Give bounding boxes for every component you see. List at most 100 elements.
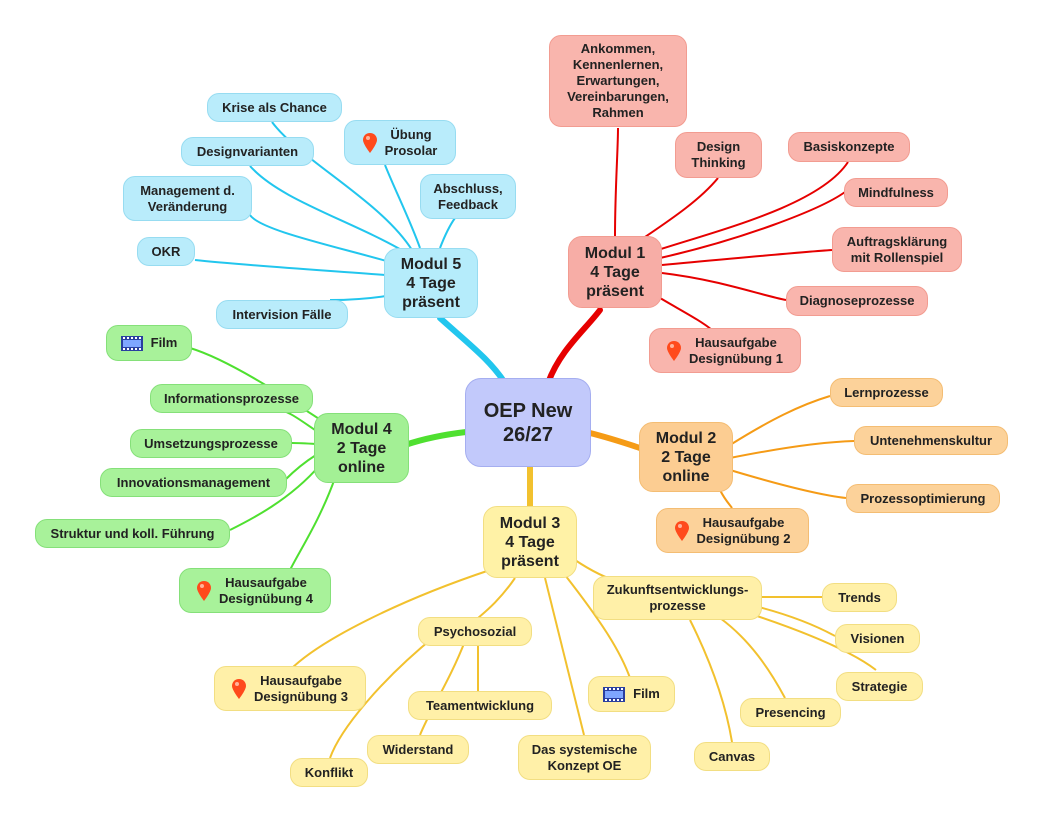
m2-kultur-label: Untenehmenskultur — [869, 432, 993, 448]
map-pin-icon — [667, 340, 682, 361]
link-m5-management — [249, 214, 391, 263]
link-m2-kultur — [729, 440, 855, 459]
m1-ankommen[interactable]: Ankommen, Kennenlernen, Erwartungen, Ver… — [549, 35, 687, 127]
modul-4-node[interactable]: Modul 4 2 Tage online — [314, 413, 409, 483]
m3-strategie-label: Strategie — [851, 678, 908, 694]
m3-canvas[interactable]: Canvas — [694, 742, 770, 771]
branch-m4 — [402, 429, 469, 448]
link-m2-prozess — [729, 469, 847, 499]
m3-psychosozial[interactable]: Psychosozial — [418, 617, 532, 646]
m3-hausaufgabe-line1: Hausaufgabe — [260, 672, 342, 688]
m3-systemisch-line1: Das systemische — [531, 741, 638, 757]
m3-konflikt[interactable]: Konflikt — [290, 758, 368, 787]
m5-management[interactable]: Management d. Veränderung — [123, 176, 252, 221]
m3-canvas-label: Canvas — [708, 748, 756, 764]
modul-2-node[interactable]: Modul 2 2 Tage online — [639, 422, 733, 492]
modul-3-node[interactable]: Modul 3 4 Tage präsent — [483, 506, 577, 578]
link-m5-okr — [194, 259, 387, 276]
m1-basiskonzepte[interactable]: Basiskonzepte — [788, 132, 910, 162]
m5-krise[interactable]: Krise als Chance — [207, 93, 342, 122]
link-m4-hausaufgabe — [289, 477, 336, 571]
m1-auftrag-line2: mit Rollenspiel — [850, 249, 944, 265]
m1-ankommen-line3: Erwartungen, — [576, 73, 660, 88]
link-zukunft-canvas — [689, 619, 733, 743]
m2-hausaufgabe[interactable]: Hausaufgabe Designübung 2 — [656, 508, 809, 553]
m4-innovationsmanagement[interactable]: Innovationsmanagement — [100, 468, 287, 497]
modul-5-mode: präsent — [402, 293, 460, 311]
link-m3-hausaufgabe — [289, 569, 491, 671]
m2-lernprozesse[interactable]: Lernprozesse — [830, 378, 943, 407]
m4-informationsprozesse[interactable]: Informationsprozesse — [150, 384, 313, 413]
m3-systemisches-konzept[interactable]: Das systemische Konzept OE — [518, 735, 651, 780]
m5-abschluss[interactable]: Abschluss, Feedback — [420, 174, 516, 219]
modul-2-title: Modul 2 — [655, 429, 717, 447]
link-m5-uebung — [384, 164, 421, 249]
m4-hausaufgabe[interactable]: Hausaufgabe Designübung 4 — [179, 568, 331, 613]
root-node[interactable]: OEP New 26/27 — [465, 378, 591, 467]
m3-trends[interactable]: Trends — [822, 583, 897, 612]
m1-hausaufgabe[interactable]: Hausaufgabe Designübung 1 — [649, 328, 801, 373]
m5-okr[interactable]: OKR — [137, 237, 195, 266]
m3-zukunftsentwicklung[interactable]: Zukunftsentwicklungs- prozesse — [593, 576, 762, 620]
m5-intervision-label: Intervision Fälle — [232, 306, 332, 322]
map-pin-icon — [232, 678, 247, 699]
m1-basiskonzepte-label: Basiskonzepte — [803, 139, 895, 154]
m5-uebung[interactable]: Übung Prosolar — [344, 120, 456, 165]
m3-visionen[interactable]: Visionen — [835, 624, 920, 653]
m1-auftragsklaerung[interactable]: Auftragsklärung mit Rollenspiel — [832, 227, 962, 272]
m1-ankommen-line2: Kennenlernen, — [572, 57, 664, 72]
link-zukunft-strategie — [744, 611, 877, 671]
m1-mindfulness[interactable]: Mindfulness — [844, 178, 948, 207]
m2-prozessoptimierung[interactable]: Prozessoptimierung — [846, 484, 1000, 513]
map-pin-icon — [674, 520, 689, 541]
m5-management-line1: Management d. — [140, 182, 235, 198]
link-m2-lern — [729, 395, 831, 446]
modul-5-node[interactable]: Modul 5 4 Tage präsent — [384, 248, 478, 318]
link-m5-abschluss — [439, 217, 456, 249]
link-m1-basis — [657, 161, 849, 251]
m3-presencing[interactable]: Presencing — [740, 698, 841, 727]
m1-ankommen-line4: Vereinbarungen, — [567, 89, 669, 104]
link-psycho-konflikt — [329, 631, 441, 759]
m3-widerstand[interactable]: Widerstand — [367, 735, 469, 764]
link-m2-hausaufgabe — [719, 489, 733, 509]
m4-struktur[interactable]: Struktur und koll. Führung — [35, 519, 230, 548]
m4-hausaufgabe-line2: Designübung 4 — [219, 590, 313, 606]
m3-strategie[interactable]: Strategie — [836, 672, 923, 701]
film-strip-icon — [603, 686, 626, 702]
m4-film[interactable]: Film — [106, 325, 192, 361]
m1-hausaufgabe-line1: Hausaufgabe — [695, 334, 777, 350]
m1-diagnoseprozesse[interactable]: Diagnoseprozesse — [786, 286, 928, 316]
m3-film-label: Film — [633, 686, 660, 701]
modul-1-title: Modul 1 — [584, 244, 646, 262]
link-m5-krise — [271, 121, 413, 251]
link-m3-systemisch — [544, 577, 585, 736]
m4-innovation-label: Innovationsmanagement — [116, 474, 271, 490]
modul-4-days: 2 Tage — [336, 439, 387, 457]
m5-designvarianten[interactable]: Designvarianten — [181, 137, 314, 166]
link-zukunft-visionen — [754, 605, 836, 637]
root-title-line2: 26/27 — [502, 423, 554, 446]
film-strip-icon — [120, 335, 143, 351]
modul-3-mode: präsent — [501, 552, 559, 570]
m4-umsetzungsprozesse[interactable]: Umsetzungsprozesse — [130, 429, 292, 458]
m3-systemisch-line2: Konzept OE — [547, 757, 622, 773]
branch-m5 — [437, 315, 508, 386]
m5-intervision[interactable]: Intervision Fälle — [216, 300, 348, 329]
m4-struktur-label: Struktur und koll. Führung — [50, 525, 215, 541]
m4-hausaufgabe-line1: Hausaufgabe — [225, 574, 307, 590]
modul-3-title: Modul 3 — [499, 514, 561, 532]
m1-diagnose-label: Diagnoseprozesse — [799, 293, 915, 308]
link-m1-design — [644, 177, 719, 238]
link-m1-auftrag — [661, 249, 833, 266]
m4-film-label: Film — [150, 335, 178, 350]
m1-design-thinking[interactable]: Design Thinking — [675, 132, 762, 178]
m5-okr-label: OKR — [151, 243, 181, 259]
modul-1-node[interactable]: Modul 1 4 Tage präsent — [568, 236, 662, 308]
m3-film[interactable]: Film — [588, 676, 675, 712]
m3-teamentwicklung[interactable]: Teamentwicklung — [408, 691, 552, 720]
m2-unternehmenskultur[interactable]: Untenehmenskultur — [854, 426, 1008, 455]
m3-hausaufgabe[interactable]: Hausaufgabe Designübung 3 — [214, 666, 366, 711]
modul-5-title: Modul 5 — [400, 255, 462, 273]
link-m4-umsetzung — [291, 442, 317, 445]
